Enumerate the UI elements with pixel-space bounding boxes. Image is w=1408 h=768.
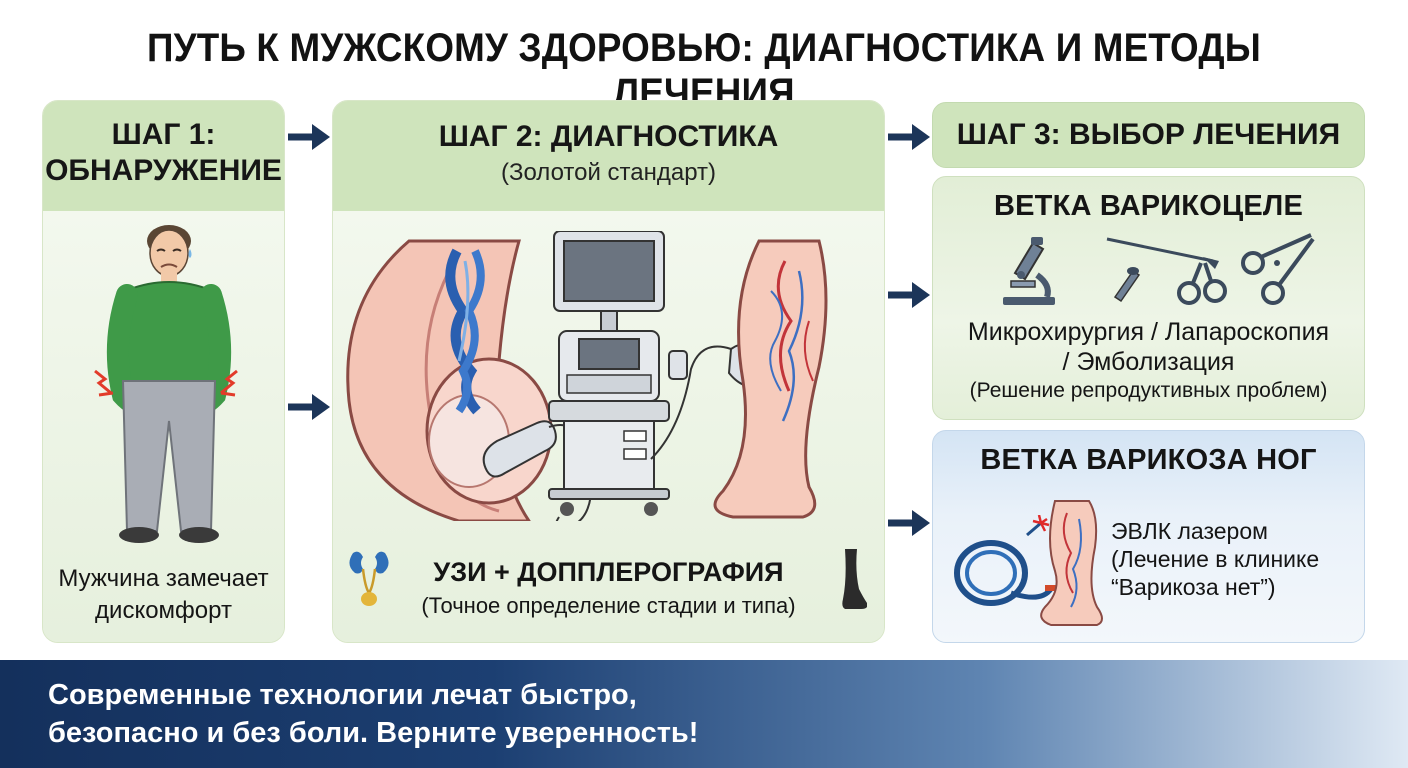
step2-subheading: (Золотой стандарт) <box>500 159 717 186</box>
kidney-icon <box>349 551 389 606</box>
step2-card: ШАГ 2: ДИАГНОСТИКА (Золотой стандарт) <box>332 100 885 643</box>
forceps-icon <box>1241 233 1315 305</box>
step1-caption-line1: Мужчина замечает <box>58 565 269 592</box>
varicocele-methods-line1: Микрохирургия / Лапароскопия <box>967 318 1330 346</box>
varicocele-branch-card: ВЕТКА ВАРИКОЦЕЛЕ Микрохирургия / Лапарос… <box>932 176 1365 420</box>
footer-slogan: Современные технологии лечат быстро, без… <box>48 676 698 752</box>
footer-banner <box>0 660 1408 768</box>
step2-header: ШАГ 2: ДИАГНОСТИКА (Золотой стандарт) <box>333 101 884 211</box>
ultrasound-diagnostics-illustration <box>346 231 828 521</box>
step1-caption-line2: дискомфорт <box>95 597 232 624</box>
page-title: ПУТЬ К МУЖСКОМУ ЗДОРОВЬЮ: ДИАГНОСТИКА И … <box>147 26 1261 115</box>
legs-branch-text: ЭВЛК лазером (Лечение в клинике “Варикоз… <box>1111 517 1319 601</box>
laser-fiber-icon <box>954 515 1059 606</box>
legs-branch-card: ВЕТКА ВАРИКОЗА НОГ ЭВЛК лазером (Лечение… <box>932 430 1365 643</box>
legs-branch-line1: ЭВЛК лазером <box>1111 518 1268 544</box>
step3-heading: ШАГ 3: ВЫБОР ЛЕЧЕНИЯ <box>932 102 1365 168</box>
man-discomfort-illustration <box>94 225 238 543</box>
step2-method-note: (Точное определение стадии и типа) <box>421 593 796 618</box>
varicocele-methods-line2: / Эмболизация <box>1062 348 1235 376</box>
varicocele-branch-title: ВЕТКА ВАРИКОЦЕЛЕ <box>993 190 1303 222</box>
step1-header: ШАГ 1: ОБНАРУЖЕНИЕ <box>43 101 284 211</box>
step1-caption: Мужчина замечает дискомфорт <box>43 563 284 627</box>
arrow-step2-to-step3-top <box>886 120 932 154</box>
varicocele-methods: Микрохирургия / Лапароскопия / Эмболизац… <box>933 317 1364 405</box>
laparoscopy-tools-icon <box>1106 237 1227 305</box>
footer-line1: Современные технологии лечат быстро, <box>48 679 637 711</box>
footer-line2: безопасно и без боли. Верните уверенност… <box>48 717 699 749</box>
step2-method: УЗИ + ДОППЛЕРОГРАФИЯ <box>433 557 784 587</box>
step2-method-block: УЗИ + ДОППЛЕРОГРАФИЯ (Точное определение… <box>373 555 844 621</box>
varicose-leg-icon <box>1040 500 1103 626</box>
step1-heading-line2: ОБНАРУЖЕНИЕ <box>45 154 282 187</box>
step2-heading: ШАГ 2: ДИАГНОСТИКА <box>438 120 779 153</box>
step1-card: ШАГ 1: ОБНАРУЖЕНИЕ Мужчина замеч <box>42 100 285 643</box>
microscope-icon <box>1003 237 1055 305</box>
arrow-step1-to-step2-bottom <box>286 390 332 424</box>
step1-heading-line1: ШАГ 1: <box>111 118 216 151</box>
varicocele-note: (Решение репродуктивных проблем) <box>969 379 1328 402</box>
legs-branch-line2: (Лечение в клинике <box>1111 546 1320 572</box>
legs-branch-title: ВЕТКА ВАРИКОЗА НОГ <box>980 444 1317 476</box>
arrow-to-varicocele-branch <box>886 278 932 312</box>
legs-branch-line3: “Варикоза нет”) <box>1111 574 1276 600</box>
arrow-to-legs-branch <box>886 506 932 540</box>
leg-icon <box>842 549 867 609</box>
arrow-step1-to-step2-top <box>286 120 332 154</box>
